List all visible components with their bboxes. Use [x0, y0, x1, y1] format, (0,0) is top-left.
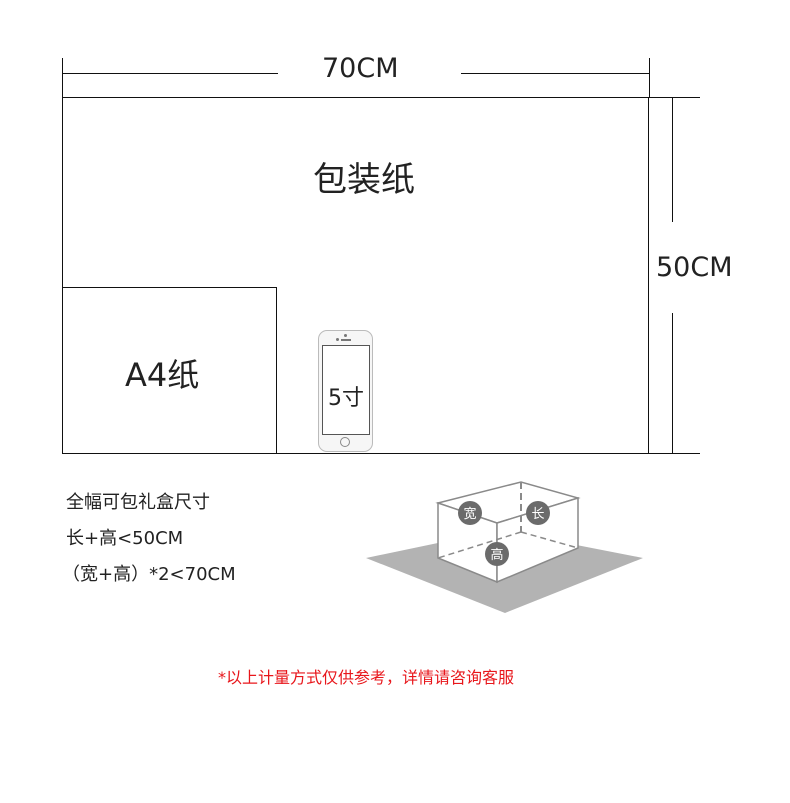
info-line-title: 全幅可包礼盒尺寸 [66, 492, 210, 513]
paper-bottom-edge [62, 453, 700, 454]
right-dim-line-bottom [672, 313, 673, 453]
top-dim-line-left [62, 73, 278, 74]
phone-camera-icon [344, 334, 347, 337]
phone-home-button-icon [340, 437, 350, 447]
box-size-info: 全幅可包礼盒尺寸 长+高<50CM （宽+高）*2<70CM [62, 485, 236, 593]
wrapping-paper-area [62, 97, 649, 453]
width-badge: 宽 [458, 501, 482, 525]
info-line-width-height: （宽+高）*2<70CM [62, 564, 236, 585]
wrapping-paper-label: 包装纸 [313, 160, 415, 200]
phone-screen: 5寸 [322, 345, 370, 435]
svg-text:高: 高 [490, 547, 503, 563]
phone-sensor-icon [336, 338, 339, 341]
gift-box-3d-icon: 宽 长 高 [366, 481, 643, 613]
length-badge: 长 [526, 501, 550, 525]
info-line-length-height: 长+高<50CM [66, 528, 184, 549]
a4-paper-area [62, 287, 277, 454]
phone-size-label: 5寸 [328, 386, 364, 411]
paper-right-extension [649, 58, 650, 98]
top-dim-line-right [461, 73, 649, 74]
height-badge: 高 [485, 542, 509, 566]
phone-speaker-icon [341, 339, 351, 341]
top-left-tick [62, 58, 63, 98]
right-dim-line-top [672, 97, 673, 222]
height-dimension-label: 50CM [656, 252, 733, 283]
smartphone-icon: 5寸 [318, 330, 373, 452]
svg-text:宽: 宽 [463, 506, 476, 522]
width-dimension-label: 70CM [322, 53, 399, 84]
disclaimer-note: *以上计量方式仅供参考，详情请咨询客服 [218, 668, 515, 687]
a4-paper-label: A4纸 [125, 356, 200, 394]
paper-top-edge [62, 97, 700, 98]
svg-text:长: 长 [531, 507, 544, 522]
